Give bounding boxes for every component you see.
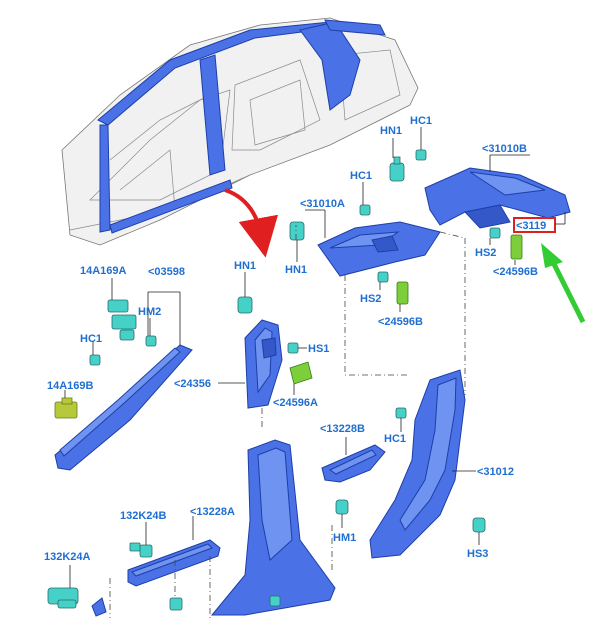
clip-14a169a[interactable] [107, 299, 137, 341]
label-3119-highlight: <3119 [516, 220, 546, 232]
label-hc1-mid: HC1 [350, 170, 372, 182]
clip-24596a[interactable] [289, 361, 313, 385]
label-hm2: HM2 [138, 306, 161, 318]
part-13228a-sill-trim[interactable] [127, 539, 221, 587]
clip-bottom-center[interactable] [269, 595, 281, 607]
label-hs2-mid: HS2 [360, 293, 381, 305]
vehicle-body-illustration [61, 17, 419, 246]
label-132k24a: 132K24A [44, 551, 91, 563]
label-13228b: <13228B [320, 423, 365, 435]
clip-hm2[interactable] [145, 335, 157, 347]
label-31012: <31012 [477, 466, 514, 478]
clip-hc1-mid[interactable] [359, 204, 371, 216]
clip-hn1-mid[interactable] [289, 221, 305, 241]
label-hs2-right: HS2 [475, 247, 496, 259]
label-31010a: <31010A [300, 198, 345, 210]
clip-hc1-left[interactable] [89, 354, 101, 366]
part-small-bottom-trim[interactable] [91, 597, 107, 617]
clip-24596b-right[interactable] [510, 234, 523, 260]
clip-hn1-left[interactable] [237, 296, 253, 314]
label-31010b: <31010B [482, 143, 527, 155]
clip-132k24b[interactable] [129, 542, 153, 558]
label-hs1: HS1 [308, 343, 329, 355]
part-b-pillar-lower-trim[interactable] [210, 439, 336, 616]
clip-132k24a[interactable] [47, 587, 79, 609]
red-direction-arrow [224, 188, 279, 258]
label-14a169a: 14A169A [80, 265, 127, 277]
label-24596a: <24596A [273, 397, 318, 409]
part-13228b-trim[interactable] [321, 444, 386, 483]
part-24356-b-pillar-upper-trim[interactable] [244, 319, 283, 409]
clip-hm1[interactable] [335, 499, 349, 515]
part-03598-a-pillar-trim[interactable] [54, 344, 193, 471]
clip-hc1-top[interactable] [415, 149, 427, 161]
clip-hs2-right[interactable] [489, 227, 501, 239]
label-hn1-left: HN1 [234, 260, 256, 272]
label-hs3: HS3 [467, 548, 488, 560]
clip-hn1-top[interactable] [389, 156, 405, 182]
part-31010a-trim[interactable] [317, 221, 441, 277]
clip-24596b-mid[interactable] [396, 281, 409, 305]
label-132k24b: 132K24B [120, 510, 167, 522]
label-14a169b: 14A169B [47, 380, 94, 392]
label-hn1-mid: HN1 [285, 264, 307, 276]
label-hc1-top: HC1 [410, 115, 432, 127]
label-hn1-top: HN1 [380, 125, 402, 137]
green-pointer-arrow [541, 243, 586, 324]
label-hc1-left: HC1 [80, 333, 102, 345]
label-03598: <03598 [148, 266, 185, 278]
label-24596b-right: <24596B [493, 266, 538, 278]
clip-hc1-lower[interactable] [395, 407, 407, 419]
label-hm1: HM1 [333, 532, 356, 544]
label-hc1-lower: HC1 [384, 433, 406, 445]
clip-14a169b[interactable] [54, 397, 78, 419]
part-31010b-trim[interactable] [424, 167, 571, 229]
label-24356: <24356 [174, 378, 211, 390]
clip-hs3[interactable] [472, 517, 486, 533]
clip-bottom-extra[interactable] [169, 597, 183, 611]
highlight-box-3119[interactable] [513, 217, 556, 233]
clip-hs2-mid[interactable] [377, 271, 389, 283]
label-24596b-mid: <24596B [378, 316, 423, 328]
part-31012-quarter-trim[interactable] [369, 369, 466, 559]
label-13228a: <13228A [190, 506, 235, 518]
clip-hs1[interactable] [287, 342, 299, 354]
